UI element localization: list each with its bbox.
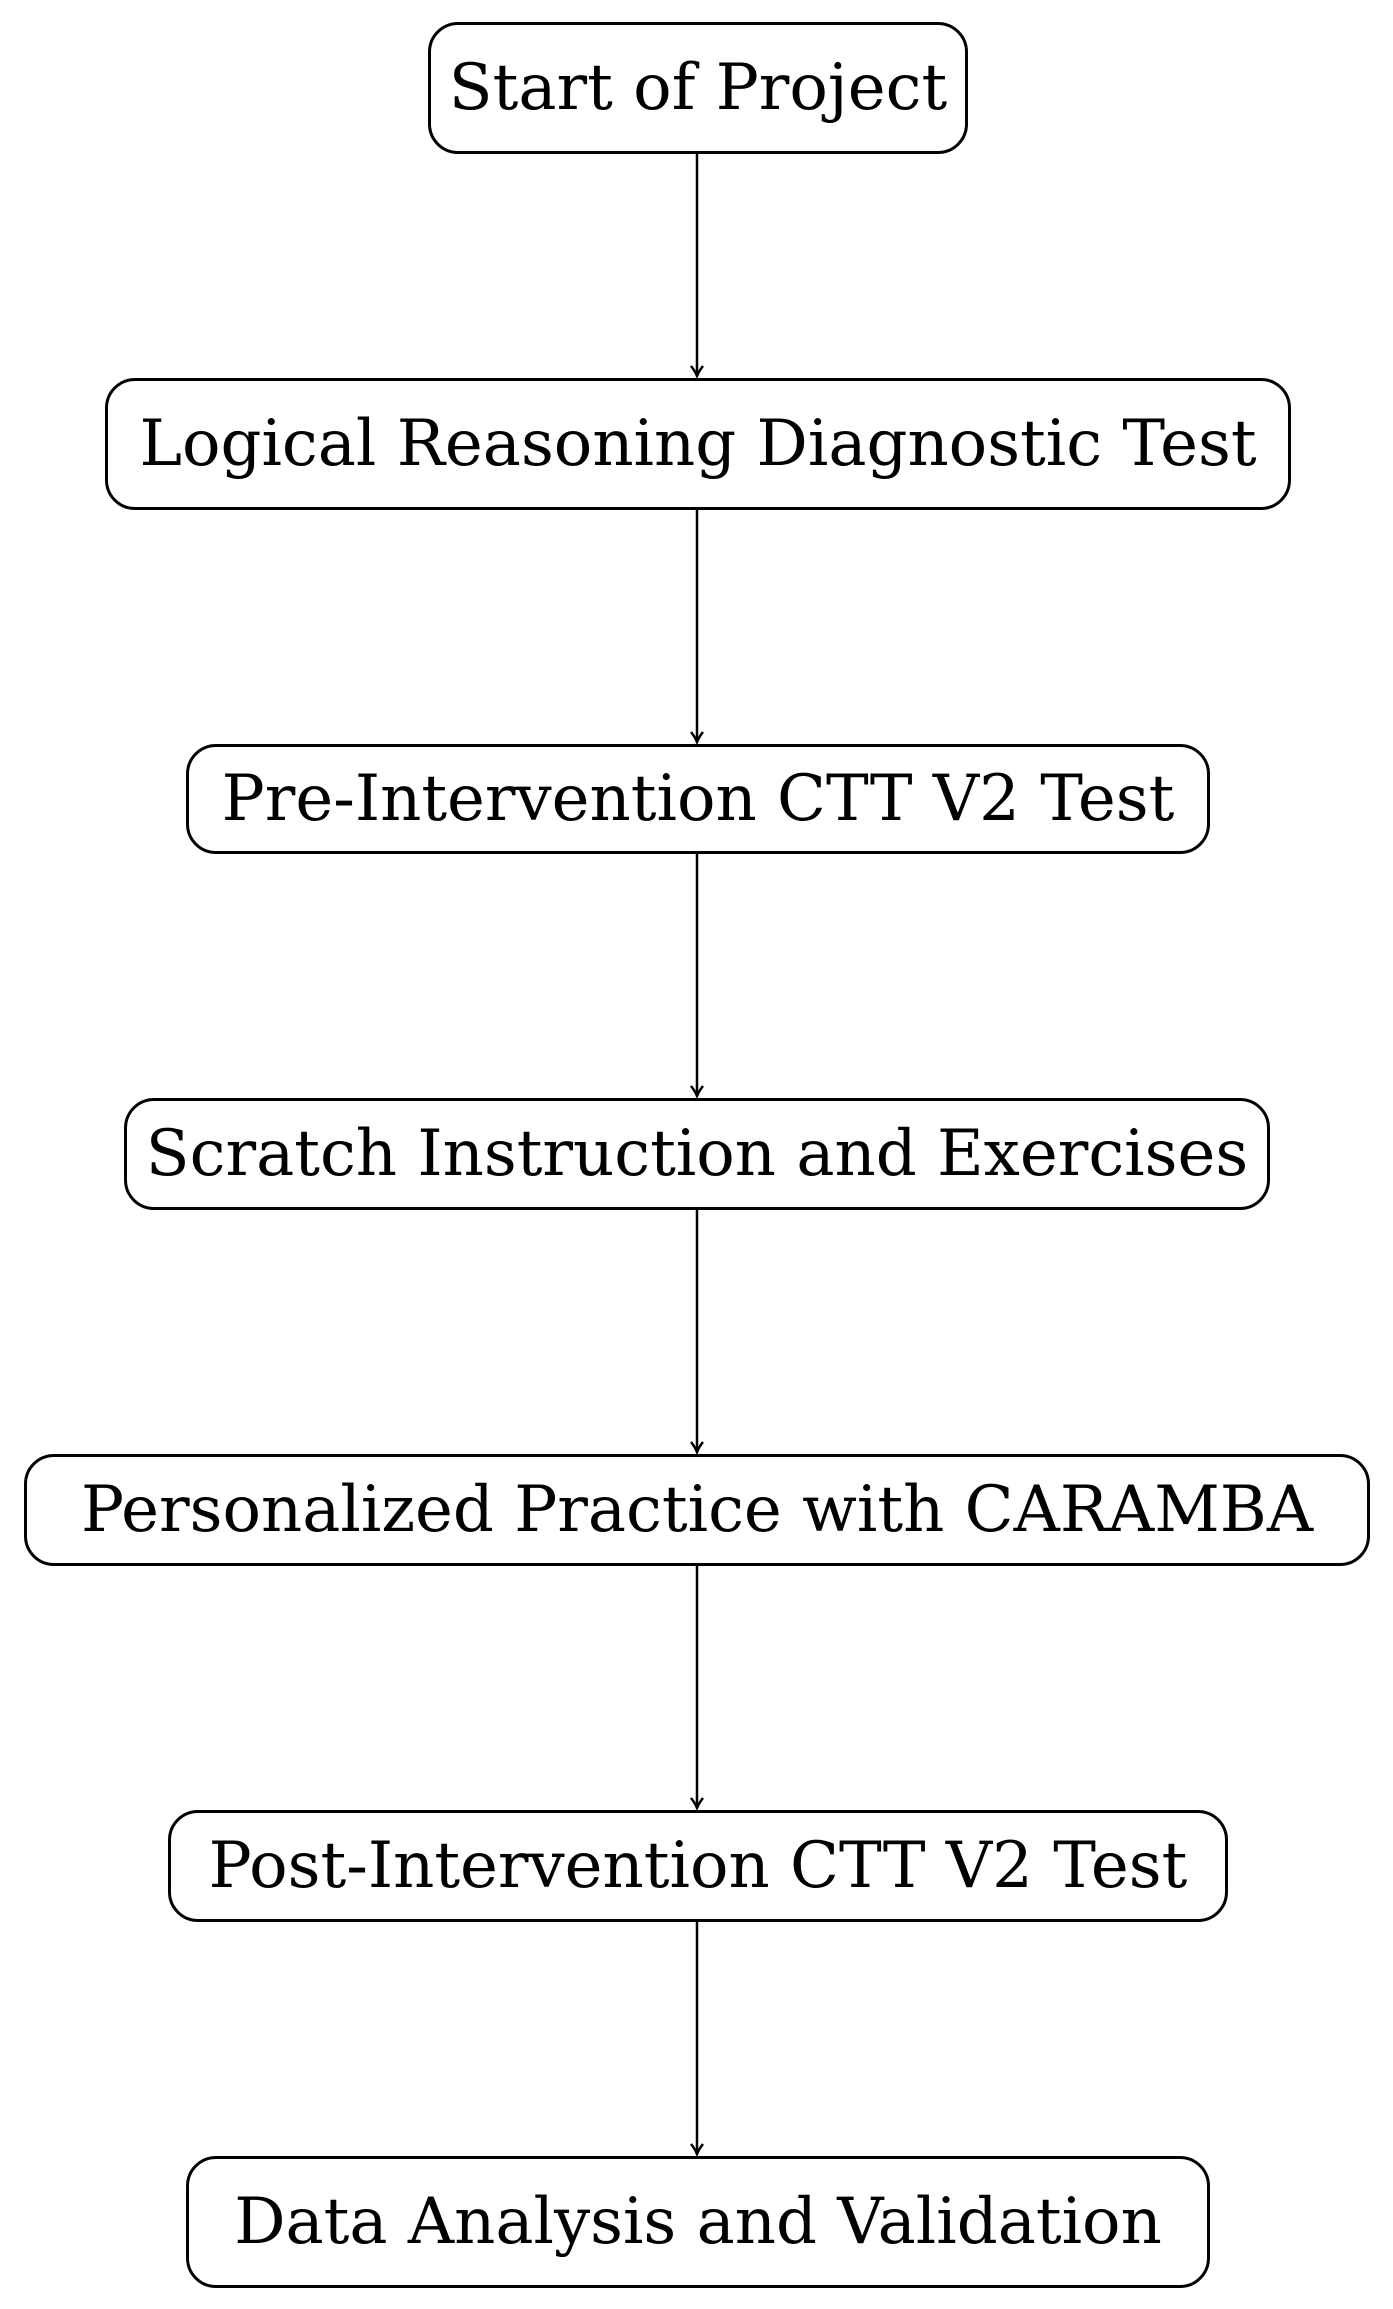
node-label: Post-Intervention CTT V2 Test [208,1829,1188,1903]
node-post-intervention-ctt-v2-test: Post-Intervention CTT V2 Test [168,1810,1228,1922]
node-label: Scratch Instruction and Exercises [145,1117,1249,1191]
node-start-of-project: Start of Project [428,22,968,154]
node-label: Pre-Intervention CTT V2 Test [221,762,1175,836]
node-label: Start of Project [448,51,948,125]
node-logical-reasoning-diagnostic-test: Logical Reasoning Diagnostic Test [105,378,1291,510]
node-label: Data Analysis and Validation [234,2185,1162,2259]
node-label: Logical Reasoning Diagnostic Test [139,407,1257,481]
node-data-analysis-and-validation: Data Analysis and Validation [186,2156,1210,2288]
node-scratch-instruction-and-exercises: Scratch Instruction and Exercises [124,1098,1270,1210]
node-personalized-practice-with-caramba: Personalized Practice with CARAMBA [24,1454,1370,1566]
node-label: Personalized Practice with CARAMBA [80,1473,1314,1547]
node-pre-intervention-ctt-v2-test: Pre-Intervention CTT V2 Test [186,744,1210,854]
